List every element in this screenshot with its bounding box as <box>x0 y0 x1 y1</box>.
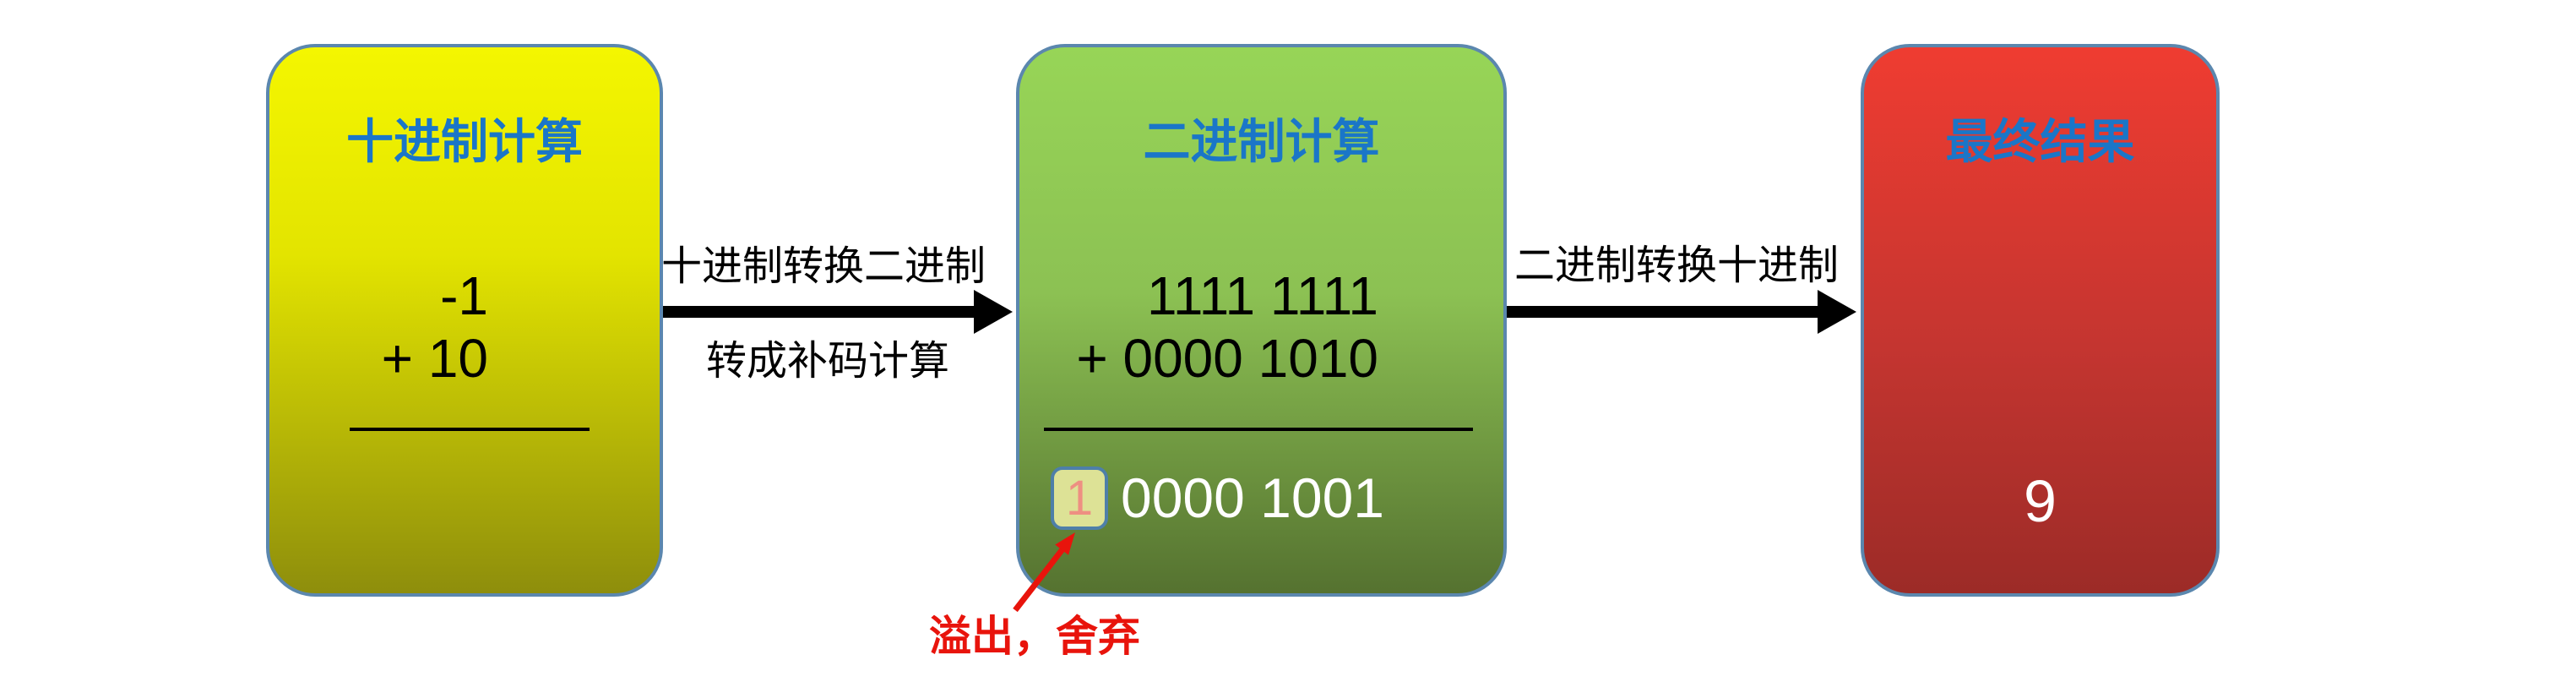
binary-result-digits: 0000 1001 <box>1121 466 1384 529</box>
arrow-right-icon <box>974 290 1013 334</box>
arrow1-label-bottom: 转成补码计算 <box>705 339 949 384</box>
binary-sum-rule-line <box>1044 428 1473 431</box>
binary-result-row: 1 0000 1001 <box>1051 466 1384 530</box>
decimal-calculation-box: 十进制计算 -1 + 10 <box>266 44 663 597</box>
binary-box-title: 二进制计算 <box>1143 115 1380 168</box>
binary-operand-bottom: + 0000 1010 <box>1076 328 1378 389</box>
final-result-value: 9 <box>2024 468 2057 534</box>
arrow2-label: 二进制转换十进制 <box>1514 243 1839 288</box>
binary-calculation-box: 二进制计算 1111 1111 + 0000 1010 1 0000 1001 <box>1016 44 1507 597</box>
arrow-decimal-to-binary-shaft <box>663 306 974 318</box>
arrow1-label-top: 十进制转换二进制 <box>660 244 986 289</box>
decimal-operand-top: -1 <box>440 265 488 326</box>
overflow-annotation-arrow-icon <box>1013 532 1075 613</box>
arrow-binary-to-decimal-shaft <box>1507 306 1818 318</box>
overflow-annotation-text: 溢出，舍弃 <box>929 613 1140 660</box>
decimal-operand-bottom: + 10 <box>381 328 488 389</box>
overflow-bit-chip: 1 <box>1051 466 1108 530</box>
final-box-title: 最终结果 <box>1945 115 2135 168</box>
binary-operand-top: 1111 1111 <box>1146 265 1378 326</box>
final-result-box: 最终结果 9 <box>1861 44 2220 597</box>
decimal-sum-rule-line <box>350 428 590 431</box>
decimal-box-title: 十进制计算 <box>346 115 583 168</box>
arrow-right-icon <box>1818 290 1856 334</box>
overflow-bit-value: 1 <box>1065 470 1094 526</box>
